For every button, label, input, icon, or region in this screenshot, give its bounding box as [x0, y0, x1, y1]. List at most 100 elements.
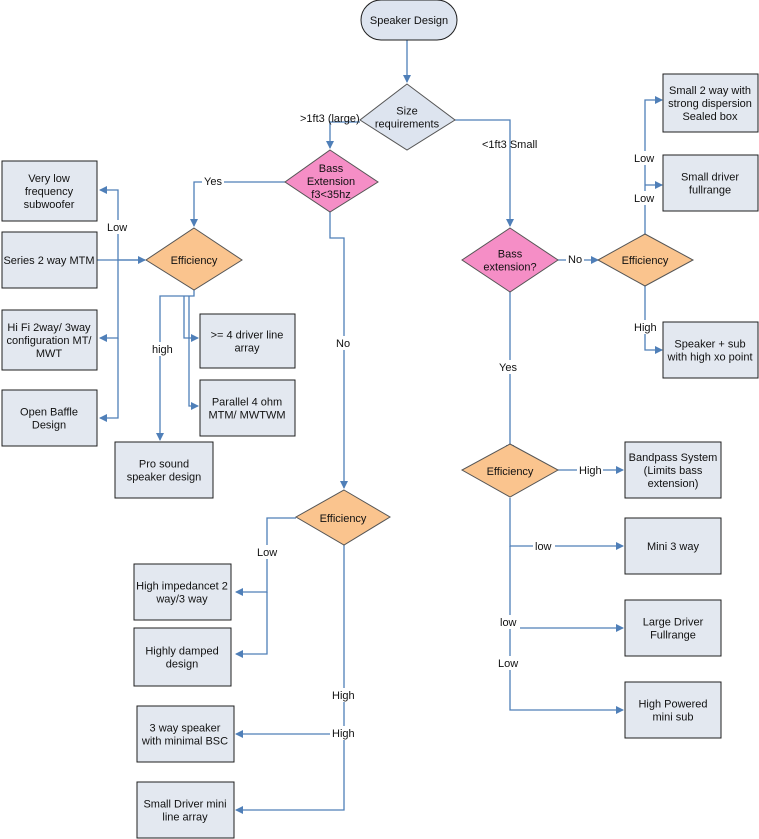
three-way-label-line: 3 way speaker: [150, 723, 221, 735]
bandpass-label-line: (Limits bass: [644, 465, 703, 477]
mini-line-label-line: Small Driver mini: [143, 799, 226, 811]
small-2way-label-line: Small 2 way with: [669, 85, 751, 97]
efficiency-mid-decision: [294, 489, 391, 546]
start-terminal: [360, 0, 458, 41]
label-no-mid: No: [336, 338, 350, 350]
label-high-r: High: [634, 322, 657, 334]
mini-line-box: [136, 781, 235, 839]
bass-large-label-line: f3<35hz: [311, 189, 350, 201]
three-way-box: [136, 705, 235, 763]
edge-labels: >1ft3 (large) <1ft3 Small Yes No No Yes …: [105, 113, 658, 740]
label-yes-left: Yes: [204, 176, 222, 188]
spk-sub-label-line: Speaker + sub: [674, 339, 745, 351]
label-high-mid2: High: [332, 728, 355, 740]
edge-effrb-largefull: [509, 546, 624, 632]
label-low-left: Low: [107, 222, 127, 234]
edge-basslarge-effmid: [329, 212, 348, 489]
spk-sub-box: [662, 321, 759, 379]
open-baffle-label-line: Design: [32, 420, 66, 432]
edge-effmid-miniline: [235, 734, 345, 814]
label-low-rb1: low: [535, 541, 552, 553]
edge-size-basslarge: [326, 121, 360, 149]
subwoofer-label-line: Very low: [28, 173, 70, 185]
subwoofer-label-line: frequency: [25, 186, 74, 198]
label-high-rb: High: [579, 465, 602, 477]
eff-right-label-line: Efficiency: [622, 255, 669, 267]
edge-effleft-prosound: [156, 288, 195, 441]
efficiency-left-decision: [145, 227, 243, 291]
label-high-mid1: High: [332, 690, 355, 702]
bass-large-decision: [284, 149, 379, 213]
edge-effright-small2way: [644, 96, 663, 236]
mini3-label-line: Mini 3 way: [647, 541, 699, 553]
edge-effrb-hpsub: [509, 628, 624, 714]
label-low-r2: Low: [634, 193, 654, 205]
spk-sub-label-line: with high xo point: [667, 352, 753, 364]
size-label-line: requirements: [375, 119, 440, 131]
bandpass-box: [624, 441, 722, 499]
hp-sub-label-line: High Powered: [638, 699, 707, 711]
line-array-label-line: array: [234, 343, 260, 355]
label-no-right: No: [568, 254, 582, 266]
edge-size-basssmall: [455, 119, 514, 227]
hifi-box: [1, 309, 98, 371]
bass-small-decision: [461, 227, 559, 293]
large-full-box: [624, 599, 722, 657]
edge-basslarge-effleft: [190, 181, 285, 227]
eff-mid-label-line: Efficiency: [320, 513, 367, 525]
series-mtm-box: [1, 231, 98, 289]
edge-effmid-damped: [235, 592, 268, 658]
series-mtm-label-line: Series 2 way MTM: [3, 255, 94, 267]
hp-sub-label-line: mini sub: [653, 712, 694, 724]
damped-label-line: Highly damped: [145, 646, 218, 658]
large-full-label-line: Large Driver: [643, 617, 704, 629]
damped-label-line: design: [166, 659, 198, 671]
label-small: <1ft3 Small: [482, 139, 537, 151]
damped-box: [133, 627, 232, 687]
parallel-label-line: MTM/ MWTWM: [209, 410, 286, 422]
label-low-rb3: Low: [498, 658, 518, 670]
mini3-box: [624, 517, 722, 575]
bass-small-label-line: Bass: [498, 249, 523, 261]
small-2way-label-line: strong dispersion: [668, 98, 752, 110]
high-imp-box: [133, 563, 232, 621]
large-full-label-line: Fullrange: [650, 630, 696, 642]
label-low-rb2: low: [500, 617, 517, 629]
bandpass-label-line: Bandpass System: [629, 452, 718, 464]
pro-sound-box: [114, 441, 214, 499]
small-2way-box: [662, 73, 759, 133]
small-full-box: [662, 154, 759, 212]
hifi-label-line: Hi Fi 2way/ 3way: [7, 322, 91, 334]
hifi-label-line: configuration MT/: [7, 335, 93, 347]
pro-sound-label-line: speaker design: [127, 472, 202, 484]
subwoofer-box: [1, 160, 98, 222]
bass-small-label-line: extension?: [483, 262, 536, 274]
label-large: >1ft3 (large): [300, 113, 360, 125]
efficiency-right-decision: [596, 233, 695, 287]
edge-effleft-linearray: [183, 296, 199, 342]
high-imp-label-line: way/3 way: [155, 594, 208, 606]
bass-large-label-line: Extension: [307, 176, 355, 188]
label-low-mid: Low: [257, 547, 277, 559]
eff-left-label-line: Efficiency: [171, 255, 218, 267]
label-high-left: high: [152, 344, 173, 356]
edge-effmid-threeway: [235, 545, 345, 738]
mini-line-label-line: line array: [162, 812, 208, 824]
pro-sound-label-line: Pro sound: [139, 459, 189, 471]
node-text: Speaker DesignSizerequirementsBassExtens…: [3, 15, 752, 824]
edge-effleft-baffle: [99, 338, 119, 422]
connectors: [95, 40, 663, 814]
small-full-label-line: Small driver: [681, 172, 739, 184]
hp-sub-box: [624, 681, 722, 739]
edge-effrb-mini3: [509, 498, 624, 550]
high-imp-label-line: High impedancet 2: [136, 581, 228, 593]
parallel-label-line: Parallel 4 ohm: [212, 397, 282, 409]
open-baffle-box: [1, 389, 98, 447]
size-decision: [359, 83, 456, 151]
parallel-box: [199, 379, 296, 437]
small-full-label-line: fullrange: [689, 185, 731, 197]
edge-effleft-parallel: [188, 296, 199, 410]
